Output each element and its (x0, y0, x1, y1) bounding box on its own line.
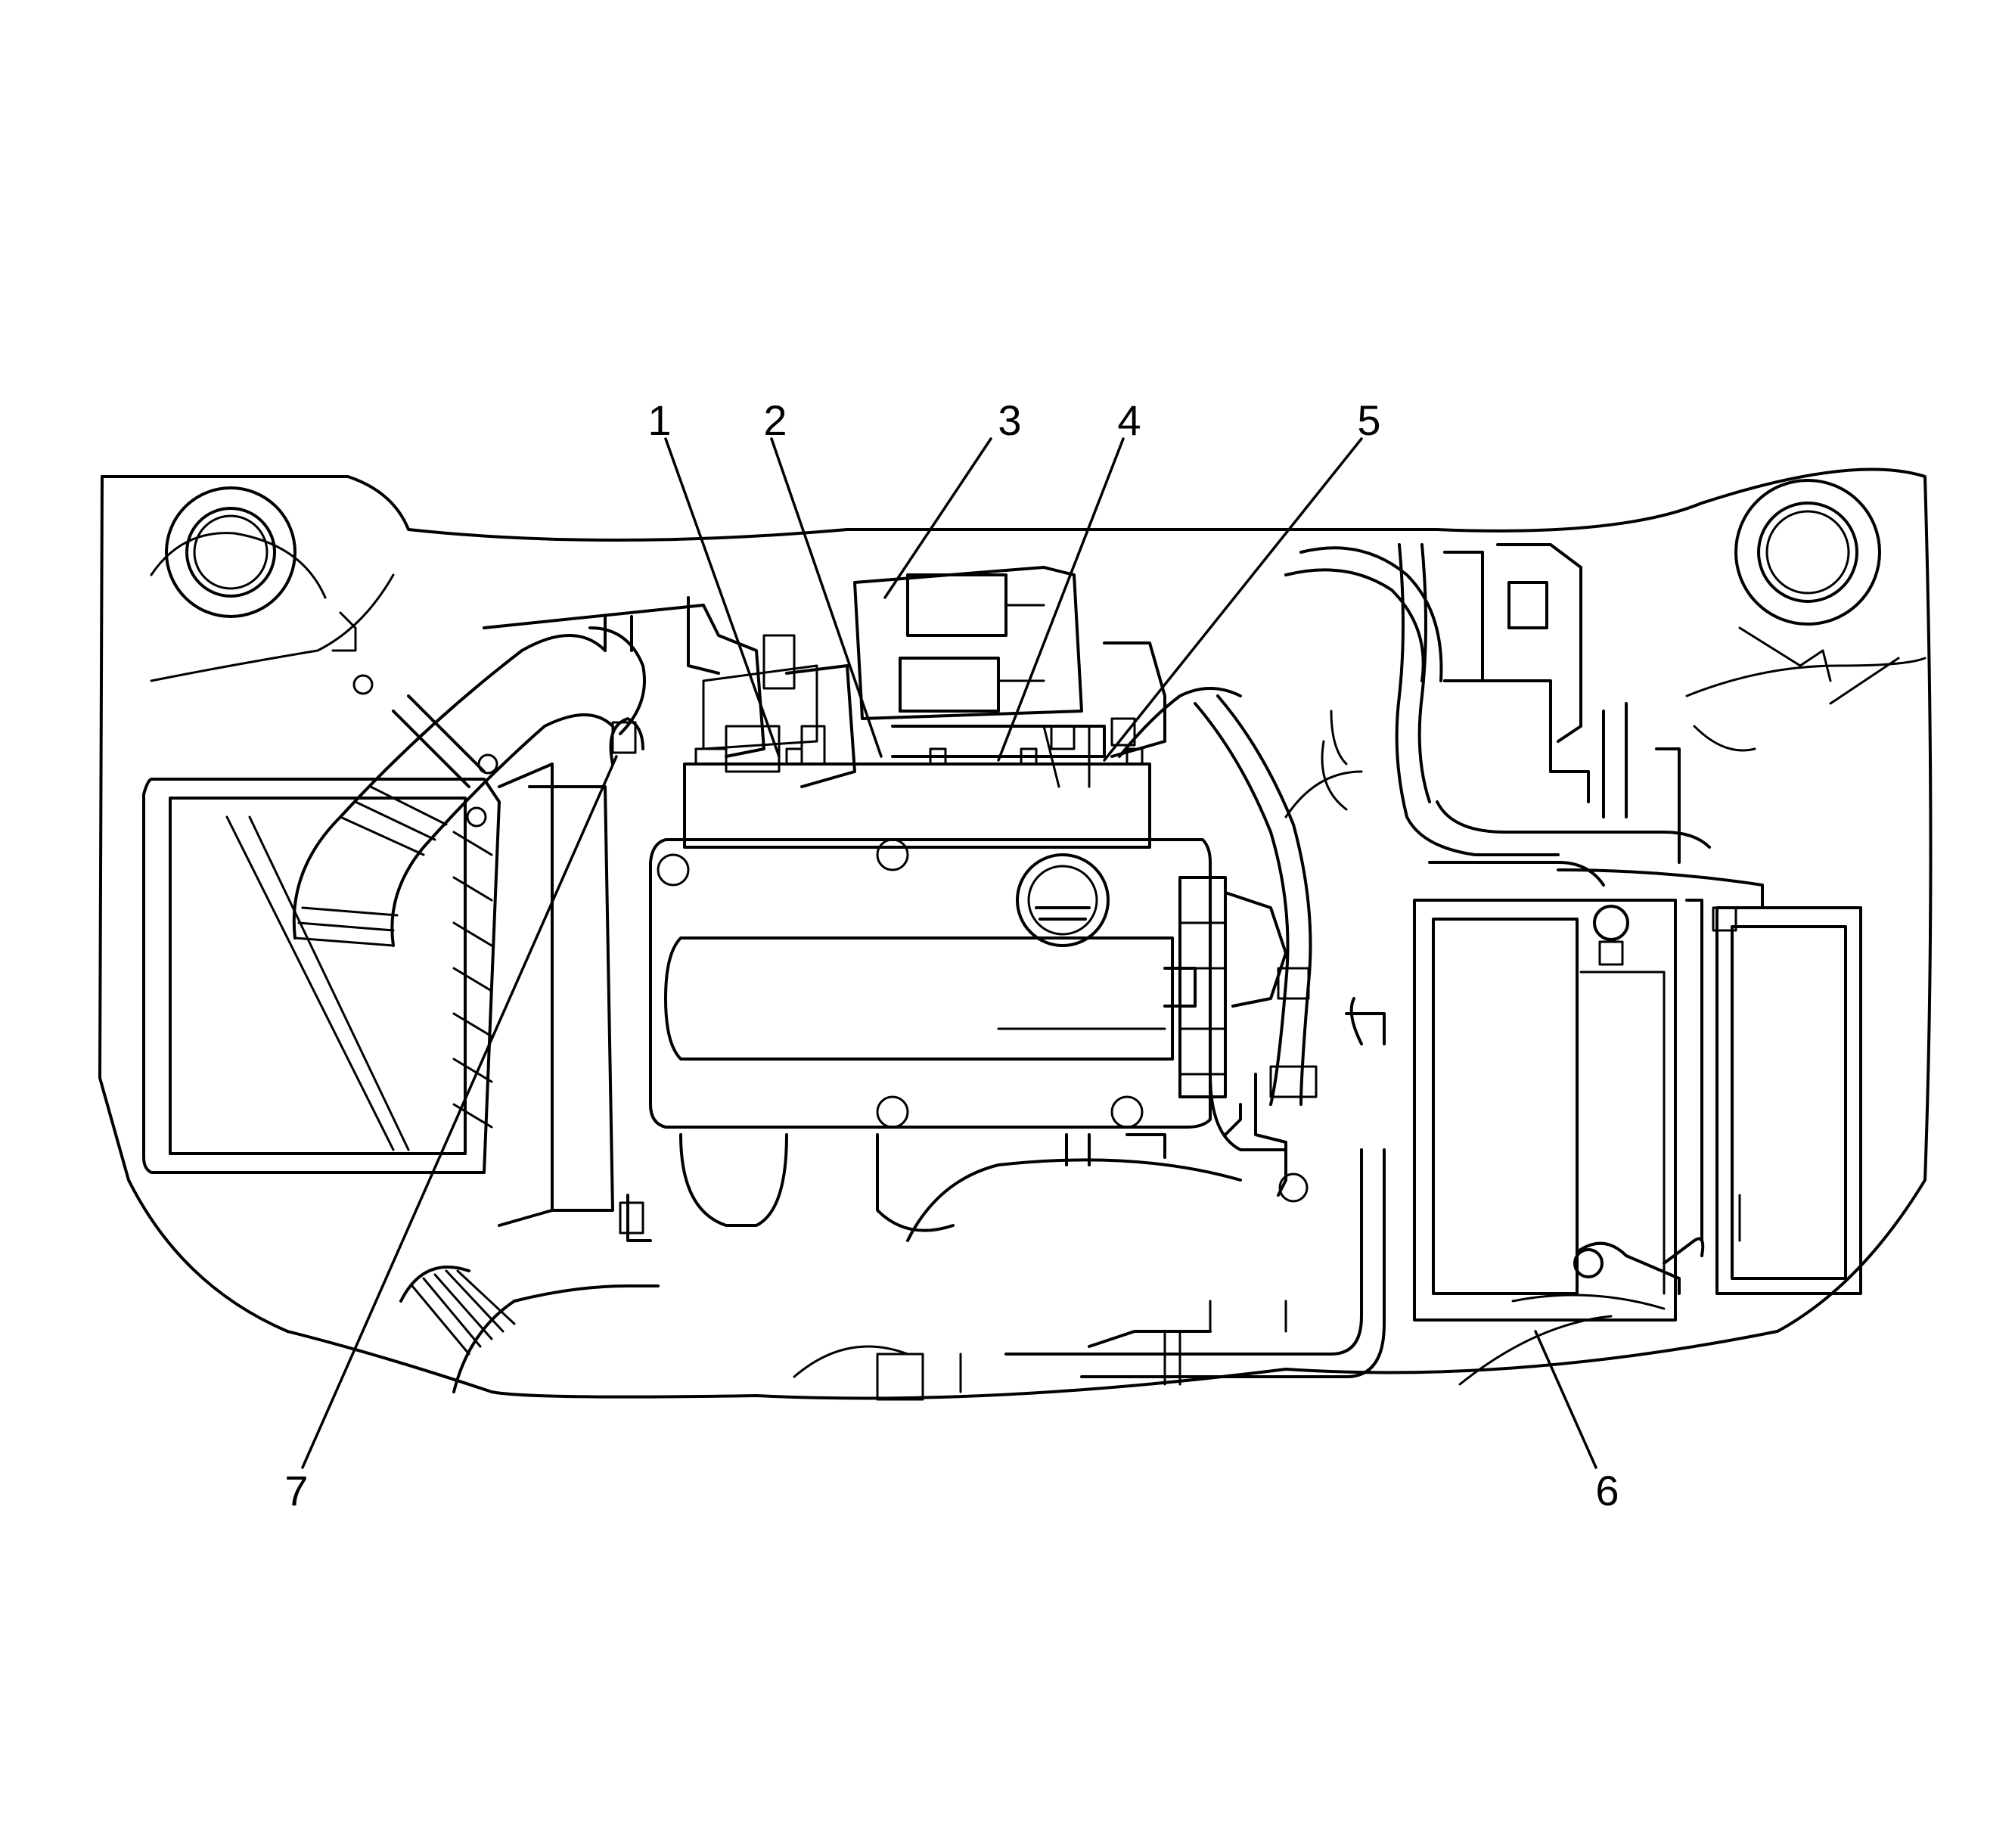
engine-compartment-outline (98, 467, 1933, 1400)
lower-center (619, 1133, 1287, 1401)
callout-4: 4 (1117, 396, 1141, 444)
right-strut-tower (1734, 479, 1900, 705)
ignition-coil-rail (683, 725, 1151, 849)
callout-1: 1 (647, 396, 671, 444)
wiring-harness (1004, 543, 1764, 1378)
engine-right-side (1163, 876, 1287, 1151)
leader-line-2 (770, 437, 883, 758)
callout-7: 7 (284, 1467, 308, 1514)
callout-3: 3 (998, 396, 1021, 444)
leader-line-7 (301, 755, 618, 1469)
callout-labels: 1 2 3 4 5 6 7 (284, 396, 1619, 1514)
sensor-fitting (609, 717, 644, 766)
lower-intake-hose (399, 1266, 660, 1393)
leader-line-5 (1103, 437, 1363, 762)
left-strut-tower (165, 486, 374, 695)
leader-line-1 (664, 437, 781, 758)
leader-line-6 (1534, 1330, 1597, 1469)
callout-2: 2 (763, 396, 787, 444)
leader-line-3 (883, 437, 992, 599)
right-brackets (1321, 543, 1590, 811)
callout-6: 6 (1595, 1467, 1619, 1514)
intake-duct (292, 615, 646, 947)
callout-5: 5 (1357, 396, 1380, 444)
leader-line-4 (997, 437, 1125, 762)
upper-center-components (785, 566, 1242, 788)
engine-cover (649, 838, 1212, 1129)
fuse-box (1685, 899, 1862, 1295)
battery (1413, 899, 1705, 1322)
air-cleaner-housing (142, 762, 614, 1227)
leader-lines (301, 437, 1597, 1469)
intake-plenum (483, 596, 818, 773)
center-right-hoses (1194, 546, 1443, 1203)
